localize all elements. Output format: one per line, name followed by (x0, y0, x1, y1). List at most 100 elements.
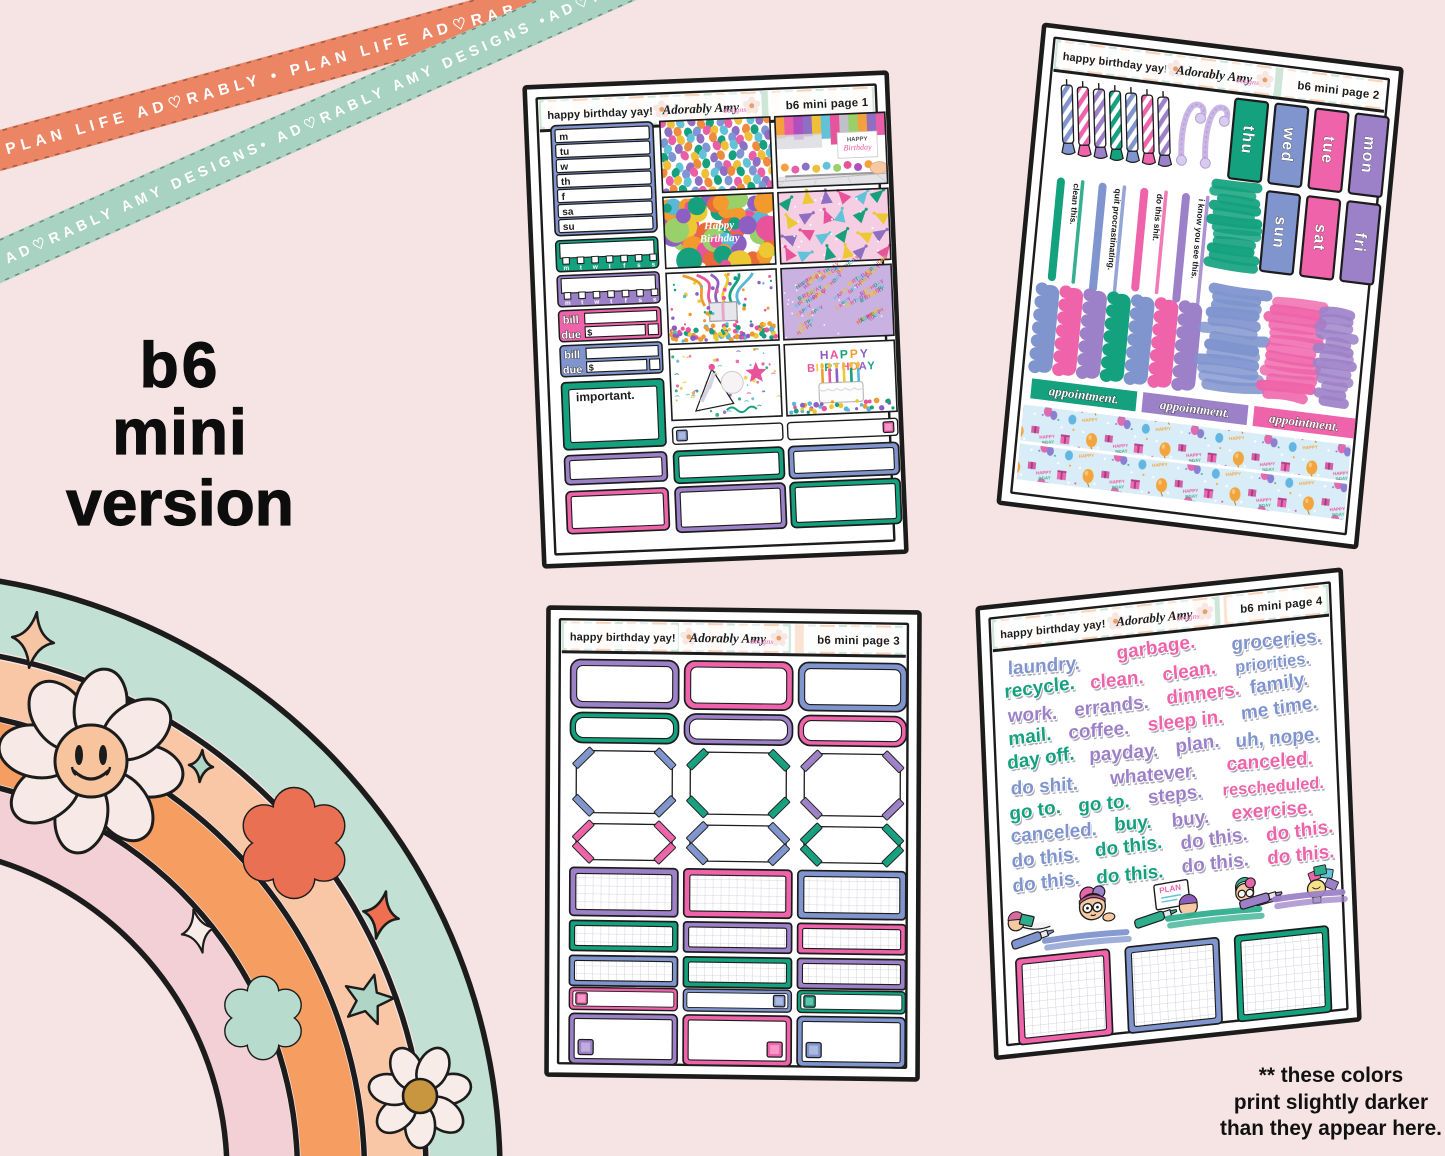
svg-text:HAPPY: HAPPY (857, 311, 876, 324)
svg-text:BIRTHDAY: BIRTHDAY (845, 291, 872, 310)
svg-text:BIRTHDAY: BIRTHDAY (817, 264, 843, 284)
svg-text:s: s (653, 296, 657, 303)
svg-text:BIRTHDAY: BIRTHDAY (858, 264, 883, 286)
svg-text:HAPPY: HAPPY (796, 322, 815, 337)
svg-text:designs: designs (750, 637, 773, 646)
svg-text:due: due (561, 329, 581, 342)
svg-text:s: s (651, 261, 655, 268)
svg-text:buy.: buy. (1173, 809, 1212, 834)
svg-text:A: A (830, 348, 840, 362)
svg-text:go to.: go to. (1080, 794, 1132, 820)
svg-text:BIRTHDAY: BIRTHDAY (820, 272, 844, 295)
svg-text:thu: thu (1237, 125, 1257, 156)
svg-text:tu: tu (560, 147, 570, 158)
svg-text:BIRTHDAY: BIRTHDAY (859, 286, 886, 305)
svg-text:w: w (559, 162, 568, 173)
svg-text:plan.: plan. (1175, 731, 1221, 758)
svg-text:BIRTHDAY: BIRTHDAY (794, 287, 819, 309)
svg-text:HAPPY: HAPPY (868, 284, 887, 298)
svg-text:print slightly darker: print slightly darker (1234, 1091, 1428, 1114)
svg-text:designs: designs (1236, 75, 1260, 87)
svg-text:$: $ (589, 363, 594, 373)
svg-text:HAPPY: HAPPY (868, 307, 886, 323)
svg-text:t: t (580, 264, 583, 271)
svg-text:HAPPY: HAPPY (863, 307, 881, 324)
svg-text:Adorably Amy: Adorably Amy (661, 99, 739, 117)
svg-text:BIRTHDAY: BIRTHDAY (847, 274, 872, 296)
svg-text:HAPPY: HAPPY (856, 312, 875, 327)
svg-text:A: A (859, 360, 867, 372)
svg-text:tue: tue (1318, 135, 1338, 165)
svg-text:go to.: go to. (1078, 791, 1130, 817)
svg-text:HAPPY: HAPPY (835, 296, 853, 312)
svg-text:Y: Y (860, 346, 869, 360)
svg-text:b6: b6 (140, 329, 221, 401)
svg-text:m: m (559, 132, 568, 143)
svg-text:w: w (592, 264, 599, 271)
svg-text:payday.: payday. (1091, 743, 1160, 769)
svg-text:D: D (850, 361, 858, 373)
svg-text:m: m (565, 300, 571, 307)
svg-text:mon: mon (1357, 135, 1377, 175)
svg-text:HAPPY: HAPPY (803, 274, 821, 291)
svg-text:HAPPY: HAPPY (847, 136, 868, 143)
svg-text:important.: important. (576, 388, 635, 404)
svg-text:Happy: Happy (703, 219, 735, 232)
svg-text:BIRTHDAY: BIRTHDAY (797, 269, 823, 289)
svg-text:designs: designs (1177, 611, 1200, 622)
svg-text:bill: bill (564, 349, 580, 362)
svg-text:BIRTHDAY: BIRTHDAY (797, 285, 824, 303)
svg-text:mail.: mail. (1008, 724, 1052, 751)
svg-text:t: t (610, 298, 613, 305)
svg-text:buy.: buy. (1114, 812, 1152, 836)
svg-text:b6 mini page 1: b6 mini page 1 (785, 97, 869, 112)
svg-text:P: P (840, 347, 849, 361)
svg-text:mini: mini (112, 396, 248, 468)
svg-text:than they appear here.: than they appear here. (1220, 1117, 1442, 1140)
svg-text:buy.: buy. (1116, 814, 1154, 838)
svg-text:HAPPY: HAPPY (805, 290, 824, 305)
svg-text:su: su (563, 222, 575, 233)
svg-text:I: I (816, 362, 820, 374)
svg-text:happy birthday yay!: happy birthday yay! (547, 106, 653, 122)
svg-text:fri: fri (1350, 232, 1369, 254)
svg-text:BIRTHDAY: BIRTHDAY (859, 278, 886, 297)
svg-text:BIRTHDAY: BIRTHDAY (856, 307, 883, 326)
svg-text:Y: Y (867, 360, 875, 372)
svg-text:B: B (807, 363, 815, 375)
svg-text:designs: designs (723, 105, 746, 115)
svg-text:work.: work. (1008, 705, 1059, 730)
svg-text:HAPPY: HAPPY (795, 303, 814, 319)
svg-text:version: version (66, 467, 294, 539)
svg-text:sa: sa (562, 207, 574, 218)
svg-text:HAPPY: HAPPY (806, 304, 825, 318)
svg-text:w: w (593, 299, 600, 306)
svg-text:** these colors: ** these colors (1259, 1064, 1403, 1087)
svg-text:wed: wed (1277, 125, 1297, 164)
svg-text:Birthday: Birthday (843, 142, 872, 152)
svg-text:Adorably Amy: Adorably Amy (689, 630, 767, 646)
svg-text:HAPPY: HAPPY (809, 289, 828, 303)
svg-text:m: m (563, 265, 569, 272)
svg-text:t: t (609, 263, 612, 270)
svg-text:t: t (581, 299, 584, 306)
svg-text:BIRTHDAY: BIRTHDAY (847, 268, 873, 288)
svg-text:bill: bill (563, 314, 579, 327)
svg-text:b6 mini page 3: b6 mini page 3 (817, 635, 900, 648)
svg-text:th: th (561, 177, 571, 188)
svg-text:HAPPY: HAPPY (795, 277, 814, 291)
svg-text:$: $ (587, 328, 592, 338)
svg-text:H: H (820, 348, 829, 362)
svg-text:P: P (850, 347, 859, 361)
svg-text:due: due (563, 364, 583, 377)
svg-text:buy.: buy. (1171, 807, 1210, 832)
svg-text:f: f (625, 298, 628, 305)
svg-text:HAPPY: HAPPY (797, 317, 816, 331)
svg-text:f: f (561, 192, 565, 203)
svg-text:s: s (638, 297, 642, 304)
svg-text:happy birthday yay!: happy birthday yay! (570, 631, 676, 644)
svg-text:Birthday: Birthday (699, 232, 740, 246)
svg-text:f: f (623, 263, 626, 270)
svg-text:HAPPY: HAPPY (833, 286, 851, 302)
svg-text:H: H (841, 361, 849, 373)
